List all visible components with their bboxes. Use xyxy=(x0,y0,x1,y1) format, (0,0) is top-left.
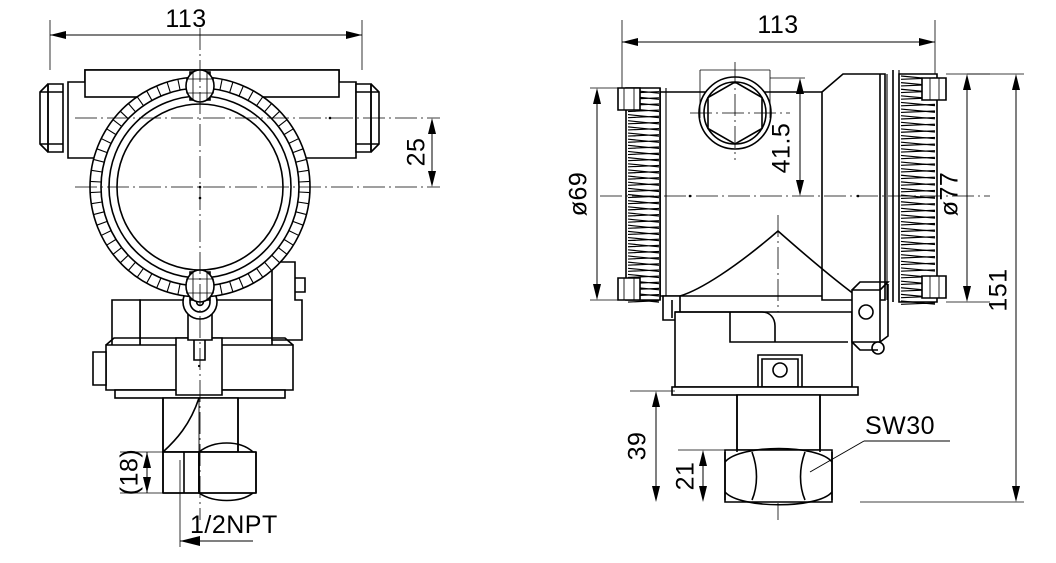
front-dim-18: (18) xyxy=(116,449,163,495)
front-dim-113: 113 xyxy=(49,5,363,70)
side-dim-151-label: 151 xyxy=(985,268,1013,311)
front-left-conduit-plug xyxy=(39,83,64,153)
side-lower-body xyxy=(662,281,890,396)
side-cable-entry xyxy=(690,62,790,160)
side-view: 113 xyxy=(565,11,1024,520)
front-view: 113 xyxy=(39,5,440,547)
front-dim-18-label: (18) xyxy=(116,449,144,495)
front-dim-113-label: 113 xyxy=(165,5,206,33)
side-note-sw30-label: SW30 xyxy=(865,412,935,440)
side-dim-113-label: 113 xyxy=(757,11,798,39)
front-note-npt: 1/2NPT xyxy=(179,460,278,547)
front-process-connection xyxy=(162,397,257,502)
side-dim-21-label: 21 xyxy=(672,462,700,491)
side-dim-d77-label: ø77 xyxy=(936,172,964,217)
front-dim-25-label: 25 xyxy=(403,138,431,167)
side-process-connection xyxy=(724,394,833,506)
side-note-sw30: SW30 xyxy=(809,412,950,473)
side-dim-41-5-label: 41.5 xyxy=(768,123,796,174)
side-housing-body xyxy=(659,70,900,302)
side-dim-151: 151 xyxy=(860,73,1024,503)
front-note-npt-label: 1/2NPT xyxy=(190,511,278,539)
side-dim-d69-label: ø69 xyxy=(565,172,593,217)
side-dim-d77: ø77 xyxy=(936,73,990,303)
side-dim-41-5: 41.5 xyxy=(768,77,805,196)
side-dim-21: 21 xyxy=(672,449,725,502)
side-dim-d69: ø69 xyxy=(565,87,660,301)
side-left-knurled-cover xyxy=(617,87,661,303)
side-dim-113: 113 xyxy=(621,11,936,88)
side-right-knurled-cover xyxy=(898,73,947,305)
side-neck-hump xyxy=(679,215,863,520)
side-dim-39: 39 xyxy=(624,390,675,502)
side-dim-39-label: 39 xyxy=(624,432,652,461)
front-dim-25: 25 xyxy=(403,118,436,187)
